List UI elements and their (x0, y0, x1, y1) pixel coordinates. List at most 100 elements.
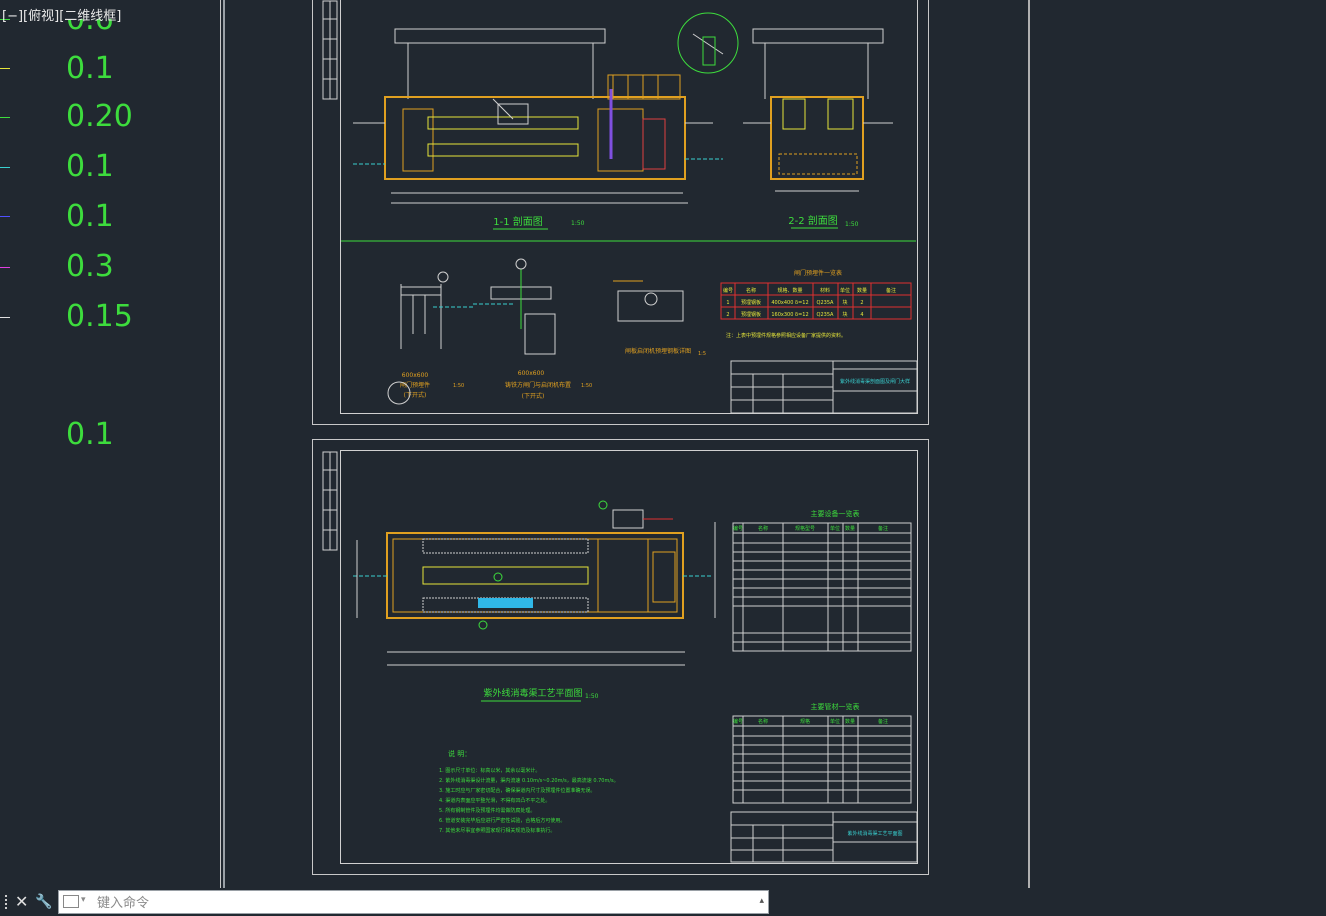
chevron-down-icon[interactable]: ▾ (81, 895, 86, 905)
detail-2-sub: (下开式) (522, 392, 545, 400)
legend-line-6 (0, 267, 10, 268)
legend-line-3 (0, 117, 10, 118)
legend-value-6: 0.3 (66, 249, 114, 284)
sheet-1-title-block-name: 紫外线消毒渠剖面图及闸门大样 (840, 378, 910, 385)
pipe-table (732, 715, 912, 804)
section-2-2-scale: 1:50 (845, 221, 859, 228)
model-boundary-line-3 (1028, 0, 1030, 888)
equipment-table-title: 主要设备一览表 (811, 509, 860, 518)
equip-header-3: 规格型号 (795, 525, 815, 532)
gate-table-header-7: 备注 (886, 287, 896, 294)
pipe-header-3: 规格 (800, 718, 810, 725)
drawing-sheet-1: 1-1 剖面图 1:50 2-2 剖面图 1:50 (312, 0, 929, 425)
note-line-7: 7. 其他未尽事宜参照国家现行相关规范及标准执行。 (439, 827, 555, 834)
detail-2-scale: 1:50 (581, 383, 592, 389)
command-input[interactable] (95, 891, 749, 915)
gate-table-header-5: 单位 (840, 287, 850, 294)
close-command-line-button[interactable]: ✕ (15, 893, 28, 911)
legend-line-4 (0, 167, 10, 168)
gate-table-cell-1-1: 预埋钢板 (741, 299, 761, 306)
notes-title: 说 明： (448, 749, 471, 758)
equip-header-6: 备注 (878, 525, 888, 532)
detail-1-scale: 1:50 (453, 383, 464, 389)
pipe-header-4: 单位 (830, 718, 840, 725)
detail-2-size: 600x600 (518, 370, 545, 377)
wrench-icon: 🔧 (35, 894, 53, 910)
note-line-3: 3. 施工时应与厂家密切配合，确保渠道内尺寸及预埋件位置准确无误。 (439, 787, 595, 794)
pipe-header-5: 数量 (845, 718, 855, 725)
plan-scale: 1:50 (585, 693, 599, 700)
gate-table-cell-1-5: 2 (860, 300, 863, 306)
legend-value-1: 0.6 (66, 2, 114, 37)
grip-handle-icon[interactable] (4, 894, 8, 910)
detail-2-title: 铸铁方闸门与启闭机布置 (505, 381, 571, 389)
note-line-4: 4. 渠道内表面应平整光滑，不得有凹凸不平之处。 (439, 797, 550, 804)
gate-table-header-4: 材料 (820, 287, 830, 294)
gate-table-header-1: 编号 (723, 287, 733, 294)
view-cube-menu[interactable]: [俯视] (23, 9, 60, 24)
legend-value-7: 0.15 (66, 299, 133, 334)
pipe-table-title: 主要管材一览表 (811, 702, 860, 711)
plan-title: 紫外线消毒渠工艺平面图 (483, 687, 582, 699)
visual-style-menu[interactable]: [二维线框] (59, 9, 122, 24)
uv-channel-plan (353, 500, 716, 666)
gate-table-title: 闸门预埋件一览表 (794, 269, 842, 277)
sheet-1-side-strip (322, 0, 338, 100)
legend-line-5 (0, 216, 10, 217)
sheet-1-border (340, 0, 918, 414)
gate-table-cell-1-3: Q235A (817, 300, 834, 306)
gate-table-cell-2-5: 4 (860, 312, 863, 318)
gate-table-cell-2-1: 预埋钢板 (741, 311, 761, 318)
recent-commands-button[interactable]: ▴ (759, 896, 764, 906)
pipe-header-1: 编号 (733, 718, 743, 725)
note-line-2: 2. 紫外线消毒渠设计流量，渠内流速 0.10m/s~0.20m/s，最高流速 … (439, 777, 619, 784)
detail-3-scale: 1:5 (698, 351, 706, 357)
legend-line-1 (0, 19, 10, 20)
model-boundary-line-1 (220, 0, 221, 888)
sheet-2-border (340, 450, 918, 864)
gate-table-cell-2-4: 块 (842, 311, 847, 318)
section-1-1-title: 1-1 剖面图 (493, 215, 543, 228)
close-icon: ✕ (15, 892, 29, 911)
viewport-label[interactable]: [−][俯视][二维线框] (2, 5, 121, 24)
detail-3-title: 闸板启闭机预埋钢板详图 (625, 347, 691, 355)
legend-value-4: 0.1 (66, 149, 114, 184)
pipe-header-2: 名称 (758, 718, 768, 725)
equipment-table (732, 522, 912, 652)
detail-1-callout (387, 381, 411, 405)
note-line-1: 1. 图示尺寸单位：标高以米，其余以毫米计。 (439, 767, 540, 774)
gate-table-note: 注：上表中预埋件规格参照相应设备厂家提供的资料。 (726, 332, 846, 339)
viewport-controls-menu[interactable]: [−] (2, 9, 24, 24)
gate-embed-detail (400, 271, 473, 349)
legend-line-2 (0, 68, 10, 69)
gate-table-header-3: 规格、数量 (777, 287, 802, 294)
command-prompt-icon[interactable] (63, 895, 79, 908)
model-boundary-line-2 (223, 0, 225, 888)
legend-value-5: 0.1 (66, 199, 114, 234)
gate-table-cell-1-0: 1 (726, 300, 729, 306)
equip-header-2: 名称 (758, 525, 768, 532)
detail-1-size: 600x600 (402, 372, 429, 379)
command-input-box[interactable]: ▾ ▴ (58, 890, 769, 915)
sheet-2-side-strip (322, 451, 338, 551)
equip-header-1: 编号 (733, 525, 743, 532)
gate-table (720, 282, 912, 320)
detail-1-sub: (下开式) (404, 391, 427, 399)
note-line-5: 5. 所有钢制管件及预埋件均需做防腐处理。 (439, 807, 535, 814)
legend-line-7 (0, 317, 10, 318)
drawing-sheet-2: 紫外线消毒渠工艺平面图 1:50 主要设备一览表 编号 名称 规格型号 单位 数… (312, 439, 929, 875)
note-line-6: 6. 管道安装完毕后应进行严密性试验，合格后方可使用。 (439, 817, 565, 824)
detail-1-title: 闸门预埋件 (400, 381, 430, 389)
section-2-2-title: 2-2 剖面图 (788, 214, 838, 227)
legend-value-3: 0.20 (66, 99, 133, 134)
equip-header-4: 单位 (830, 525, 840, 532)
gate-table-header-2: 名称 (746, 287, 756, 294)
section-1-1-scale: 1:50 (571, 220, 585, 227)
sheet-2-title-block (730, 811, 918, 863)
customize-command-line-button[interactable]: 🔧 (35, 893, 52, 911)
legend-value-8: 0.1 (66, 417, 114, 452)
sheet-1-title-block (730, 360, 918, 414)
pipe-header-6: 备注 (878, 718, 888, 725)
sheet-1-drawing: 1-1 剖面图 1:50 2-2 剖面图 1:50 (322, 0, 918, 414)
sheet-2-drawing: 紫外线消毒渠工艺平面图 1:50 主要设备一览表 编号 名称 规格型号 单位 数… (322, 451, 918, 863)
